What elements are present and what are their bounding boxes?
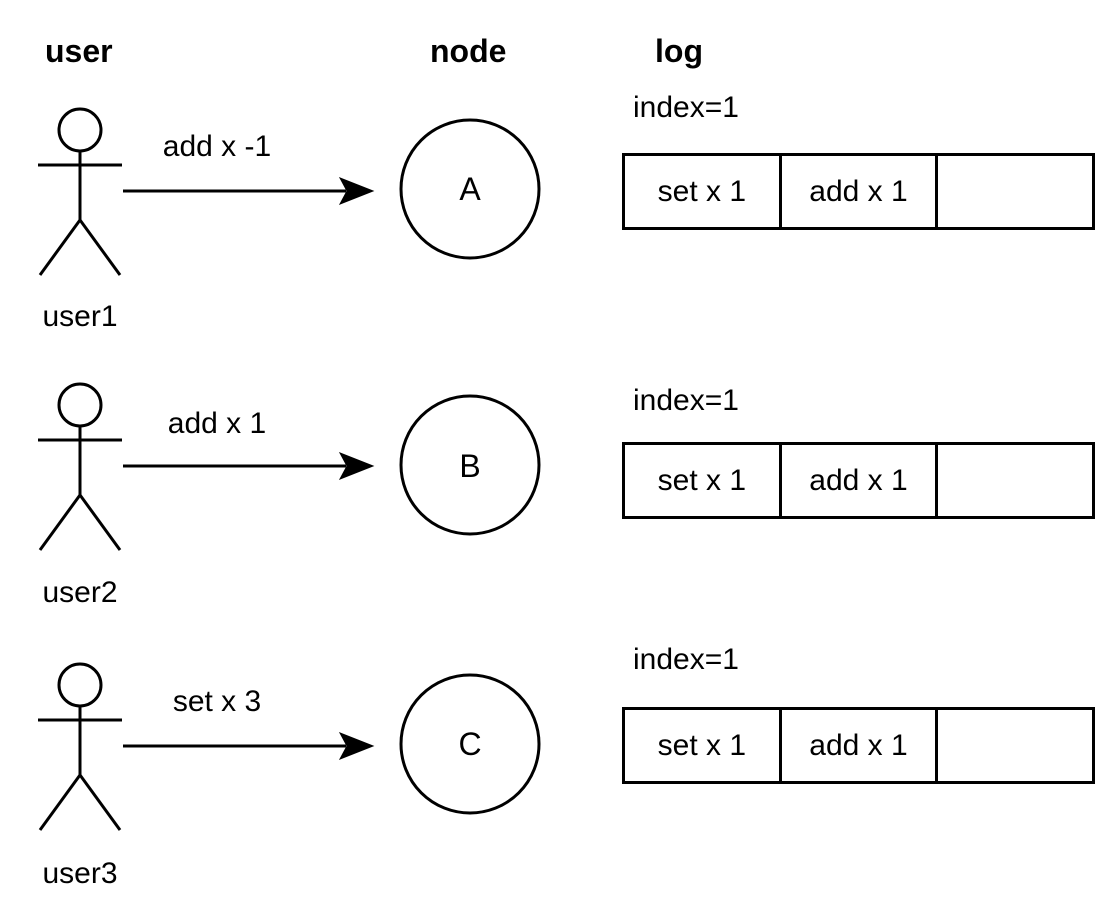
log-table: set x 1 add x 1 bbox=[622, 153, 1095, 230]
log-index-label: index=1 bbox=[633, 384, 739, 417]
user-label: user3 bbox=[42, 857, 118, 890]
stick-figure-icon bbox=[38, 382, 122, 551]
arrow-right-icon bbox=[123, 452, 375, 480]
actor-leg-right bbox=[78, 219, 122, 276]
log-entry-cell-empty bbox=[938, 156, 1092, 227]
column-header-node: node bbox=[430, 33, 507, 69]
arrow-head bbox=[338, 732, 375, 760]
log-entry-cell: set x 1 bbox=[625, 445, 782, 516]
stick-figure-icon bbox=[38, 662, 122, 831]
actor-head bbox=[57, 662, 103, 708]
node-label: A bbox=[459, 171, 481, 207]
node-circle-a bbox=[399, 118, 541, 260]
column-header-user: user bbox=[45, 33, 113, 69]
message-label: set x 3 bbox=[172, 685, 262, 718]
log-entry-cell-empty bbox=[938, 445, 1092, 516]
message-label: add x 1 bbox=[167, 407, 267, 440]
actor-leg-left bbox=[38, 774, 82, 831]
arrow-right-icon bbox=[123, 732, 375, 760]
actor-leg-left bbox=[38, 219, 82, 276]
actor-leg-right bbox=[78, 774, 122, 831]
log-index-label: index=1 bbox=[633, 643, 739, 676]
actor-leg-right bbox=[78, 494, 122, 551]
log-entry-cell: add x 1 bbox=[782, 445, 939, 516]
log-entry-cell: set x 1 bbox=[625, 156, 782, 227]
column-header-log: log bbox=[655, 33, 703, 69]
log-entry-cell: add x 1 bbox=[782, 156, 939, 227]
node-label: C bbox=[458, 726, 482, 762]
user-label: user1 bbox=[42, 300, 118, 333]
user-label: user2 bbox=[42, 576, 118, 609]
log-entry-cell: set x 1 bbox=[625, 710, 782, 781]
log-table: set x 1 add x 1 bbox=[622, 707, 1095, 784]
log-entry-cell: add x 1 bbox=[782, 710, 939, 781]
node-circle-c bbox=[399, 673, 541, 815]
arrow-right-icon bbox=[123, 177, 375, 205]
actor-head bbox=[57, 382, 103, 428]
node-label: B bbox=[459, 448, 481, 484]
message-label: add x -1 bbox=[162, 130, 272, 163]
log-entry-cell-empty bbox=[938, 710, 1092, 781]
log-index-label: index=1 bbox=[633, 91, 739, 124]
stick-figure-icon bbox=[38, 107, 122, 276]
actor-head bbox=[57, 107, 103, 153]
arrow-head bbox=[338, 452, 375, 480]
arrow-head bbox=[338, 177, 375, 205]
log-table: set x 1 add x 1 bbox=[622, 442, 1095, 519]
actor-leg-left bbox=[38, 494, 82, 551]
node-circle-b bbox=[399, 394, 541, 536]
